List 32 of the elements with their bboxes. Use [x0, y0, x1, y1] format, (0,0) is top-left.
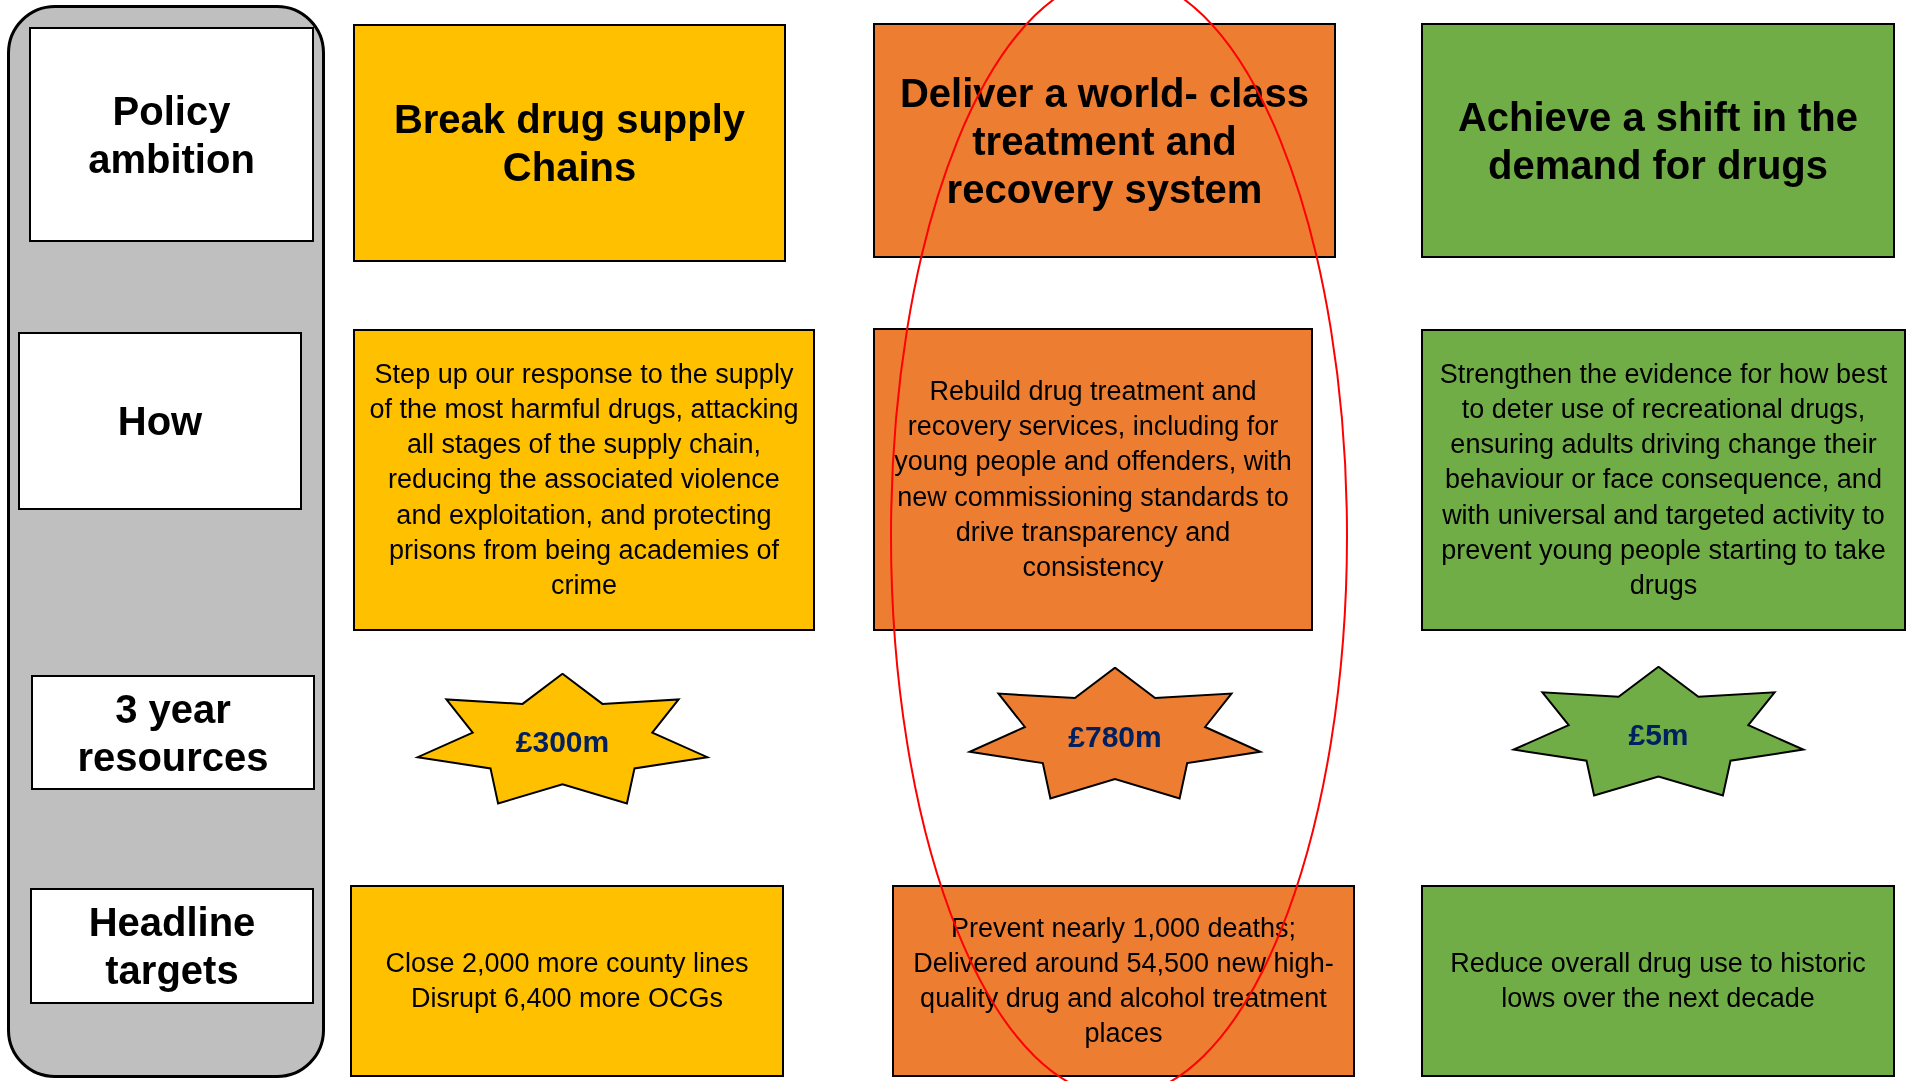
body-text: Prevent nearly 1,000 deaths;	[949, 911, 1298, 945]
body-text: Rebuild drug treatment and recovery services, including for young people and offenders, with new commissioning standards to drive transparency and consistency	[893, 375, 1293, 584]
ambition-box	[1421, 23, 1895, 258]
body-text: Disrupt 6,400 more OCGs	[409, 982, 725, 1015]
heading-text: How	[116, 398, 204, 445]
text-box	[892, 885, 1355, 1077]
amount-text: £300m	[515, 725, 610, 759]
row-label-box	[29, 27, 314, 242]
body-text: Strengthen the evidence for how best to deter use of recreational drugs, ensuring adults driving change their behaviour or face consequence, and with universal and targeted activity to prevent young people starting to take drugs	[1438, 358, 1889, 602]
row-label-box	[30, 888, 314, 1004]
body-text: Reduce overall drug use to historic lows over the next decade	[1449, 946, 1867, 1015]
heading-text: Break drug supply Chains	[392, 96, 747, 191]
ambition-box	[873, 23, 1336, 258]
body-text: Close 2,000 more county lines	[384, 946, 750, 980]
body-text: Step up our response to the supply of the most harmful drugs, attacking all stages of the supply chain, reducing the associated violence and exploitation, and protecting prisons from being academies of crime	[368, 358, 800, 602]
heading-text: Deliver a world- class treatment and recovery system	[898, 69, 1311, 213]
heading-text: Policy ambition	[87, 87, 256, 183]
text-box	[873, 328, 1313, 631]
amount-text: £780m	[1068, 719, 1162, 754]
text-box	[353, 329, 815, 631]
ambition-box	[353, 24, 786, 262]
heading-text: Achieve a shift in the demand for drugs	[1456, 93, 1860, 189]
text-box	[350, 885, 784, 1077]
heading-text: 3 year resources	[76, 685, 270, 781]
amount-text: £5m	[1628, 717, 1689, 752]
row-label-box	[31, 675, 315, 790]
heading-text: Headline targets	[87, 899, 257, 994]
row-label-panel	[7, 5, 325, 1078]
text-box	[1421, 329, 1906, 631]
body-text: Delivered around 54,500 new high-quality drug and alcohol treatment places	[912, 946, 1335, 1051]
text-box	[1421, 885, 1895, 1077]
row-label-box	[18, 332, 302, 510]
